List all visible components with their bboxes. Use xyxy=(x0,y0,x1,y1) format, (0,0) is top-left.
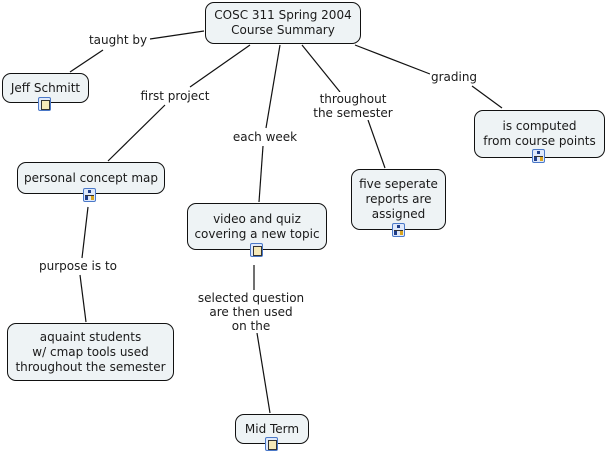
link-selected-question[interactable]: selected question are then used on the xyxy=(196,291,306,333)
document-icon[interactable] xyxy=(265,437,278,451)
link-throughout-semester[interactable]: throughout the semester xyxy=(312,92,394,120)
concept-mid-term[interactable]: Mid Term xyxy=(235,414,309,444)
link-each-week[interactable]: each week xyxy=(231,130,299,144)
concept-video-quiz[interactable]: video and quiz covering a new topic xyxy=(187,203,327,250)
concept-map-icon[interactable] xyxy=(392,223,405,237)
concept-jeff-schmitt[interactable]: Jeff Schmitt xyxy=(2,73,89,103)
link-grading[interactable]: grading xyxy=(429,70,479,84)
concept-reports[interactable]: five seperate reports are assigned xyxy=(351,169,446,230)
link-first-project[interactable]: first project xyxy=(139,89,211,103)
concept-map-icon[interactable] xyxy=(532,149,545,163)
link-taught-by[interactable]: taught by xyxy=(87,33,149,47)
concept-course-summary[interactable]: COSC 311 Spring 2004 Course Summary xyxy=(205,2,361,44)
concept-map-icon[interactable] xyxy=(83,188,96,202)
link-purpose[interactable]: purpose is to xyxy=(37,259,119,273)
concept-personal-concept-map[interactable]: personal concept map xyxy=(17,162,165,194)
document-icon[interactable] xyxy=(38,97,51,111)
concept-aquaint-students[interactable]: aquaint students w/ cmap tools used thro… xyxy=(7,323,174,381)
document-icon[interactable] xyxy=(250,243,263,257)
